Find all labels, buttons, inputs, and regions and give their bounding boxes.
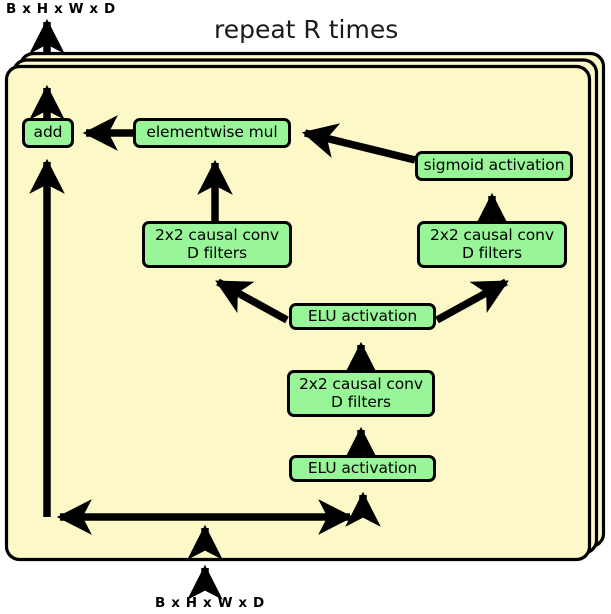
output-shape-label: B x H x W x D [6, 1, 116, 17]
node-sigmoid-activation[interactable]: sigmoid activation [415, 151, 573, 181]
node-elementwise-mul[interactable]: elementwise mul [133, 118, 291, 148]
edge-sigmoid-to-mul [301, 123, 416, 164]
node-elu-middle[interactable]: ELU activation [289, 303, 436, 330]
node-conv-left[interactable]: 2x2 causal conv D filters [142, 221, 292, 268]
node-conv-middle[interactable]: 2x2 causal conv D filters [287, 370, 435, 417]
node-conv-right[interactable]: 2x2 causal conv D filters [417, 221, 567, 268]
node-elu-bottom[interactable]: ELU activation [289, 455, 436, 482]
edge-elumid-to-convleft [215, 278, 289, 324]
input-shape-label: B x H x W x D [155, 595, 265, 611]
diagram-title: repeat R times [214, 15, 399, 44]
edge-elumid-to-convright [435, 278, 509, 324]
node-add[interactable]: add [22, 118, 74, 148]
